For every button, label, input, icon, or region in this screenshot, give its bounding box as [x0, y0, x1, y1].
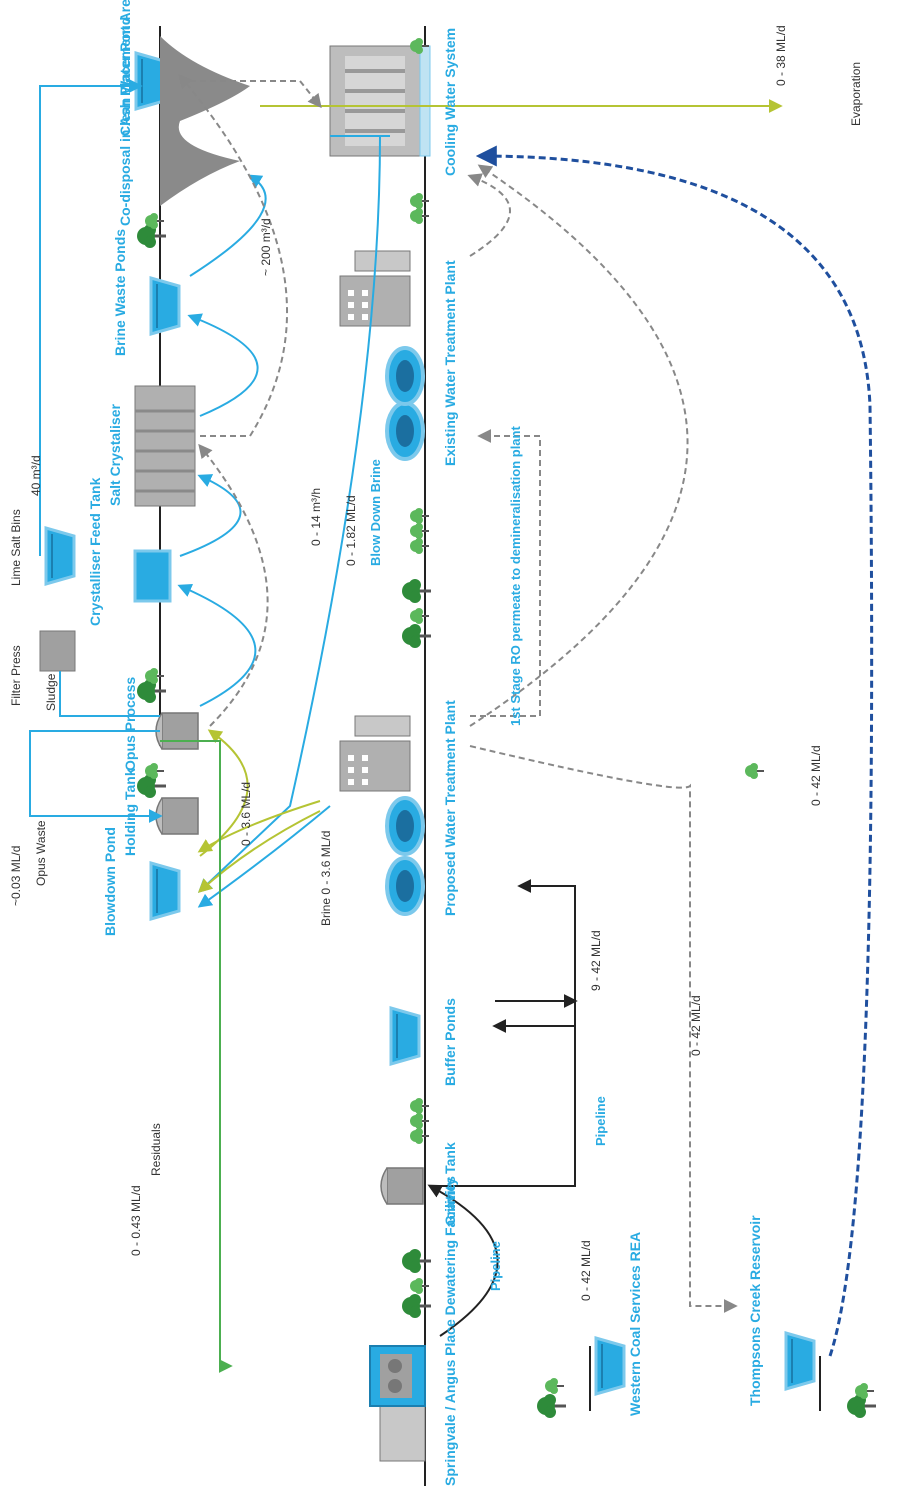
gravity-tank-label: Gravity Tank — [442, 1142, 458, 1226]
opus-to-crystaliser-dashed-arrow — [198, 443, 269, 727]
proposed-wtp-icon — [339, 715, 425, 916]
brine-waste-ponds-icon — [149, 276, 181, 336]
gravity-to-wtp-pipeline-arrow — [440, 879, 576, 1187]
brine-to-ash-arrow — [189, 174, 267, 277]
ro-permeate-label: 1st Stage RO permeate to demineralisatio… — [508, 426, 523, 726]
salt-crystaliser-label: Salt Crystaliser — [107, 404, 123, 506]
sludge-label: Sludge — [44, 673, 58, 711]
filter-press-icon — [39, 630, 76, 672]
blowdown-pond-label: Blowdown Pond — [102, 827, 118, 936]
existing-wtp-label: Existing Water Treatment Plant — [442, 260, 458, 466]
flow-0-42-springvale: 0 - 42 ML/d — [579, 1240, 593, 1301]
wtp-brine-olive-arrow-1 — [197, 810, 321, 893]
existing-wtp-icon — [339, 250, 425, 461]
clean-water-pond-icon — [134, 51, 166, 111]
trees — [137, 38, 876, 1418]
buffer-ponds-label: Buffer Ponds — [442, 998, 458, 1086]
holding-tank-icon — [155, 797, 199, 835]
pipeline-label-1: Pipeline — [488, 1241, 503, 1291]
flow-200: ~ 200 m³/d — [259, 218, 273, 276]
ro-permeate-dashed-arrow — [470, 429, 541, 717]
blow-down-brine-label: Blow Down Brine — [368, 459, 383, 566]
cooling-tower-icon — [329, 45, 431, 157]
flow-0-03: ~0.03 ML/d — [9, 846, 23, 906]
salt-crystaliser-icon — [134, 385, 196, 507]
gravity-tank-icon — [380, 1167, 424, 1205]
buffer-ponds-icon — [389, 1006, 421, 1066]
crystaliser-to-clean-pond-dashed-arrow — [178, 73, 289, 437]
evaporation-label: Evaporation — [849, 62, 863, 126]
flow-9-42: 9 - 42 ML/d — [589, 930, 603, 991]
wtp-brine-blue-arrow — [197, 805, 331, 908]
feed-to-crystaliser-arrow — [179, 474, 242, 557]
lime-salt-bins-label: Lime Salt Bins — [9, 509, 23, 586]
thompsons-to-cooling-dashed-arrow — [475, 145, 874, 1357]
flow-40: 40 m³/d — [29, 455, 43, 496]
western-coal-pond-icon — [594, 1336, 626, 1396]
wtp-brine-olive-arrow-2 — [197, 800, 321, 853]
brine-ponds-label: Brine Waste Ponds — [112, 229, 128, 356]
flow-0-42-top: 0 - 42 ML/d — [809, 745, 823, 806]
blowdown-to-opus-arrow — [199, 729, 249, 857]
flow-0-3-6: 0 - 3.6 ML/d — [239, 782, 253, 846]
pipeline-label-2: Pipeline — [593, 1096, 608, 1146]
holding-tank-label: Holding Tank — [122, 768, 138, 856]
opus-process-icon — [155, 712, 199, 750]
ash-placement-icon — [160, 36, 250, 206]
springvale-label: Springvale / Angus Place Dewatering Faci… — [442, 1176, 458, 1486]
western-coal-label: Western Coal Services REA — [627, 1232, 643, 1416]
brine-flow-label: Brine 0 - 3.6 ML/d — [319, 831, 333, 926]
lime-salt-bins-icon — [44, 526, 76, 586]
ash-label: Co-disposal in Ash Placement Area — [117, 0, 133, 226]
flow-0-38: 0 - 38 ML/d — [774, 25, 788, 86]
lime-to-ash-arrow — [39, 79, 143, 556]
opus-waste-arrow — [29, 730, 163, 823]
sludge-line — [59, 671, 160, 717]
crystalliser-feed-label: Crystalliser Feed Tank — [87, 477, 103, 626]
springvale-facility-icon — [369, 1345, 426, 1462]
existing-to-cooling-dashed-arrow — [467, 173, 511, 257]
crystalliser-feed-tank-icon — [133, 549, 172, 603]
crystaliser-to-brine-arrow — [187, 313, 259, 417]
clean-pond-label: Clean Water Pond — [117, 17, 133, 136]
clean-pond-to-cooling-dashed-arrow — [180, 80, 322, 109]
flow-0-42-thompsons: 0 - 42 ML/d — [689, 995, 703, 1056]
blow-down-brine-arrow — [197, 135, 390, 893]
springvale-to-gravity-arrow — [427, 1184, 499, 1337]
wtp-to-cooling-dashed-arrow — [469, 164, 689, 727]
flow-0-0-43: 0 - 0.43 ML/d — [129, 1185, 143, 1256]
opus-process-label: Opus Process — [122, 677, 138, 771]
filter-press-label: Filter Press — [9, 645, 23, 706]
opus-to-feed-arrow — [177, 583, 257, 707]
opus-waste-label: Opus Waste — [34, 820, 48, 886]
residuals-label: Residuals — [149, 1123, 163, 1176]
proposed-wtp-label: Proposed Water Treatment Plant — [442, 700, 458, 916]
wtp-to-thompsons-dashed-arrow — [469, 745, 738, 1313]
blowdown-pond-icon — [149, 861, 181, 921]
thompsons-reservoir-pond-icon — [784, 1331, 816, 1391]
thompsons-label: Thompsons Creek Reservoir — [747, 1215, 763, 1406]
cooling-label: Cooling Water System — [442, 28, 458, 176]
flow-0-1-82: 0 - 1.82 ML/d — [344, 495, 358, 566]
flow-0-14: 0 - 14 m³/h — [309, 488, 323, 546]
